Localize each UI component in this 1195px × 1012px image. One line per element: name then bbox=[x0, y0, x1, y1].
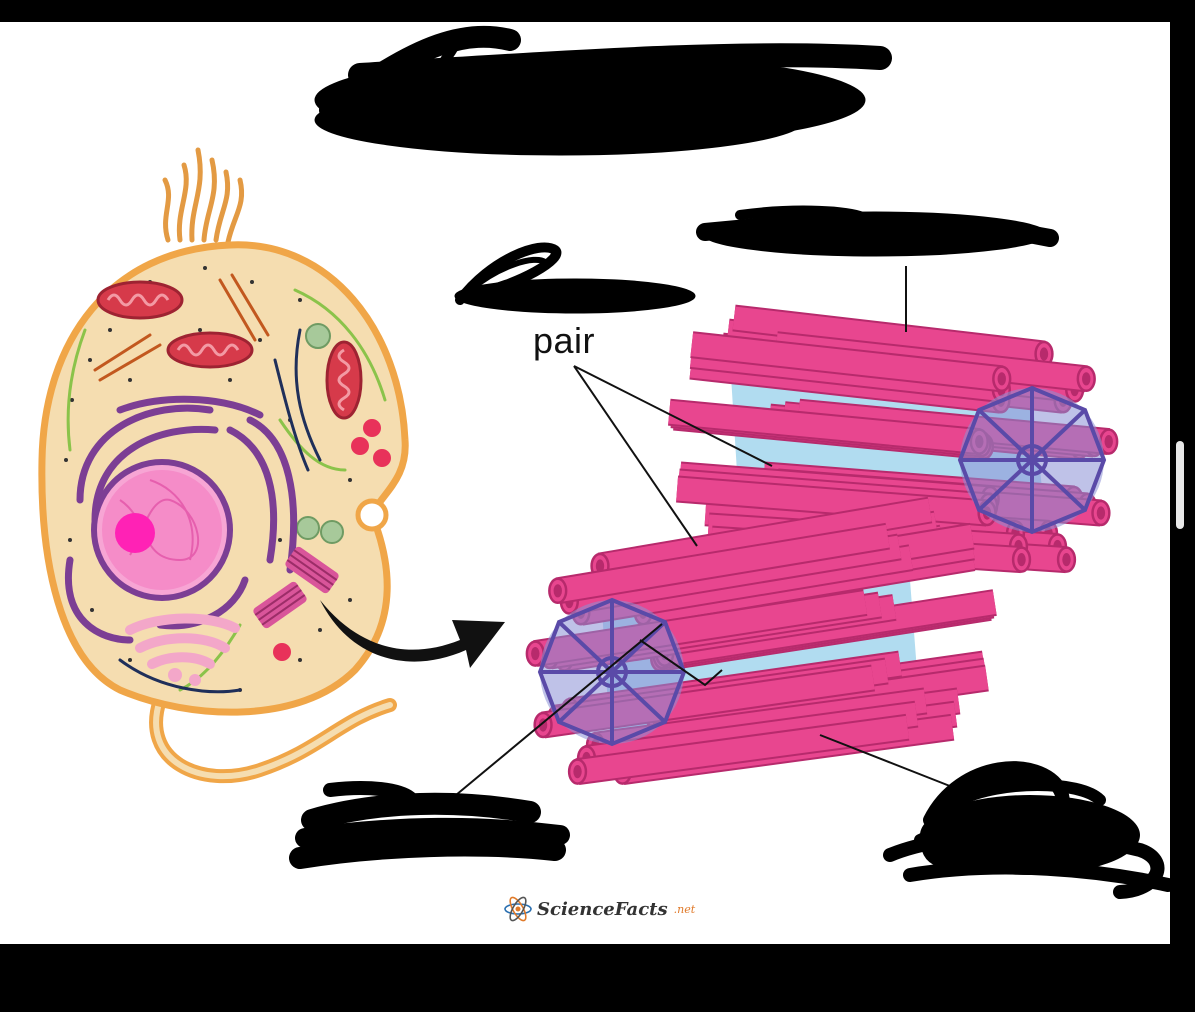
vesicle-green-3 bbox=[320, 520, 344, 544]
redaction-label-bottom-left bbox=[289, 781, 570, 869]
microtubule-lower-0-2 bbox=[590, 496, 933, 580]
label-pair: pair bbox=[533, 320, 596, 361]
vertical-scrollbar[interactable] bbox=[1176, 441, 1184, 529]
mitochondrion-2 bbox=[166, 331, 254, 369]
cytoskeleton-fibers bbox=[66, 273, 387, 694]
animal-cell-illustration bbox=[38, 147, 409, 784]
vesicle-green-1 bbox=[305, 323, 331, 349]
vesicle-green-2 bbox=[296, 516, 320, 540]
vesicle-notch bbox=[355, 498, 389, 532]
lysosome-1 bbox=[363, 419, 381, 437]
small-centriole-pair bbox=[253, 546, 339, 629]
microtubule-upper-0-2 bbox=[732, 304, 1054, 368]
redaction-label-top-left bbox=[454, 242, 696, 314]
redaction-marks bbox=[289, 25, 1175, 899]
leader-lines bbox=[449, 266, 961, 801]
cartwheel-upper bbox=[957, 385, 1107, 535]
redaction-label-top-right bbox=[696, 205, 1059, 257]
logo-brand: ScienceFacts bbox=[537, 898, 668, 920]
cilia bbox=[162, 147, 245, 245]
sciencefacts-logo: ScienceFacts .net bbox=[503, 892, 695, 926]
logo-tld: .net bbox=[673, 902, 696, 916]
redaction-label-bottom-right bbox=[883, 761, 1175, 899]
lysosome-3 bbox=[373, 449, 391, 467]
microtubule-upper-8-2 bbox=[690, 331, 1012, 393]
endoplasmic-reticulum bbox=[65, 395, 298, 644]
centriole-lower bbox=[525, 496, 997, 785]
redaction-title bbox=[314, 25, 892, 156]
lysosome-2 bbox=[351, 437, 369, 455]
cartwheel-lower bbox=[537, 597, 687, 747]
mitochondrion-3 bbox=[325, 340, 363, 420]
atom-icon bbox=[504, 896, 532, 922]
nucleus bbox=[91, 459, 233, 601]
mitochondrion-1 bbox=[96, 280, 184, 320]
microtubule-lower-5-2 bbox=[567, 713, 910, 785]
microtubule-lower-8-2 bbox=[548, 522, 890, 605]
golgi-apparatus bbox=[125, 613, 240, 669]
lysosome-4 bbox=[273, 643, 291, 661]
zoom-arrow bbox=[320, 600, 505, 668]
nucleolus bbox=[115, 513, 155, 553]
